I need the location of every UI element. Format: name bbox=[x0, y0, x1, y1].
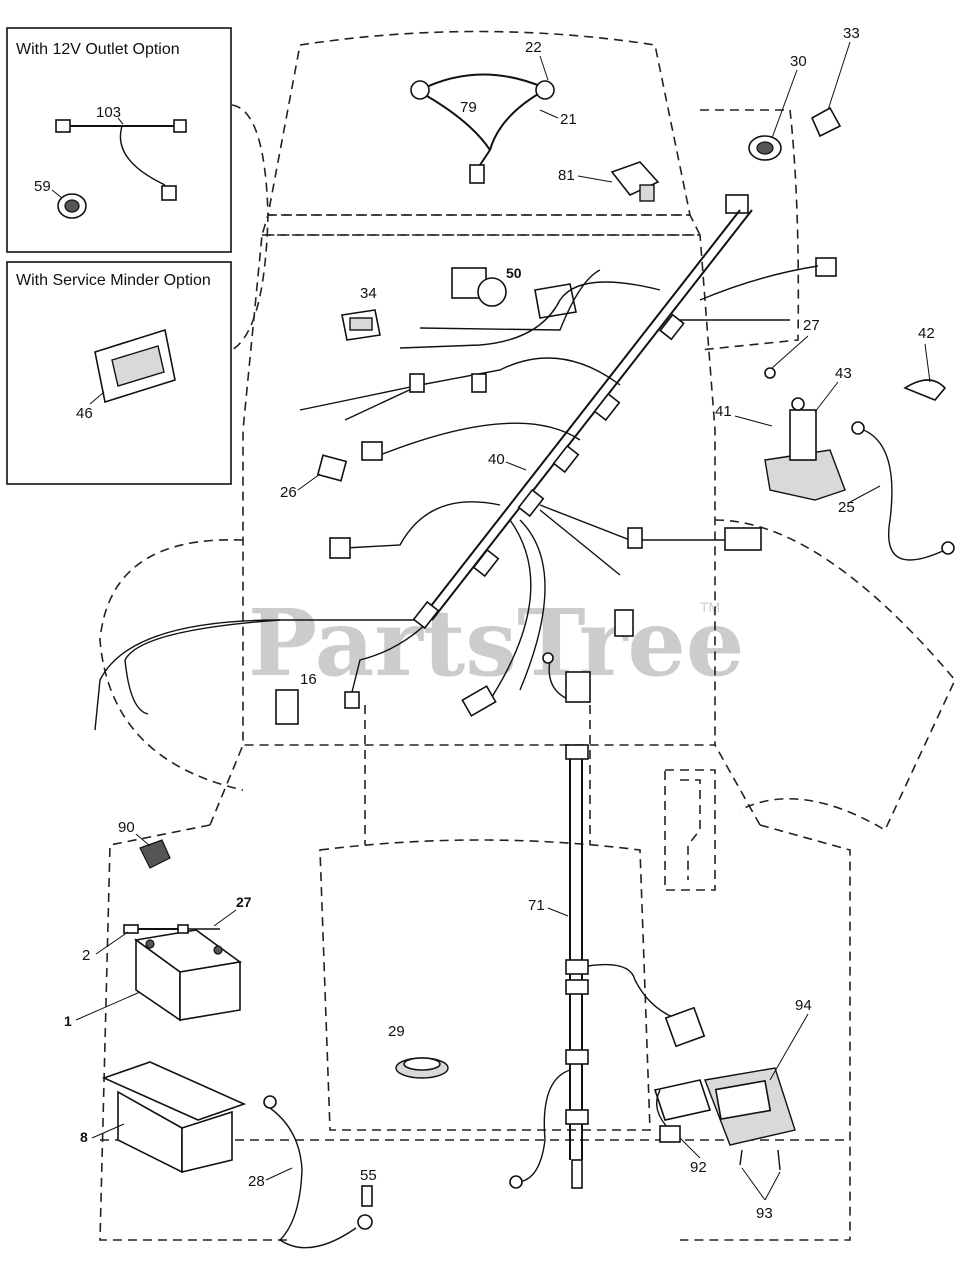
callout-34: 34 bbox=[360, 285, 377, 302]
headlight-harness: 22 79 21 bbox=[410, 39, 577, 184]
callout-29: 29 bbox=[388, 1023, 405, 1040]
callout-92: 92 bbox=[690, 1159, 707, 1176]
callout-26: 26 bbox=[280, 484, 297, 501]
ignition-switch: 30 33 bbox=[748, 25, 860, 161]
callout-71: 71 bbox=[528, 897, 545, 914]
connector-upper-right bbox=[725, 194, 837, 277]
inset-service-minder-title: With Service Minder Option bbox=[16, 272, 211, 289]
callout-103: 103 bbox=[96, 104, 121, 121]
battery-tray: 8 bbox=[80, 1061, 247, 1174]
battery-cable: 28 55 bbox=[248, 1095, 377, 1249]
callout-28: 28 bbox=[248, 1173, 265, 1190]
callout-40: 40 bbox=[488, 451, 505, 468]
light-switch: 34 bbox=[341, 285, 381, 341]
callout-30: 30 bbox=[790, 53, 807, 70]
callout-42: 42 bbox=[918, 325, 935, 342]
callout-27-lower: 27 bbox=[236, 894, 252, 910]
watermark-tm: TM bbox=[700, 599, 720, 615]
inset-12v-outlet: With 12V Outlet Option 103 59 bbox=[6, 27, 232, 253]
relay: 81 bbox=[558, 161, 660, 202]
fuse-holder: 90 bbox=[118, 819, 171, 869]
pto-switch: 94 92 93 bbox=[653, 997, 812, 1222]
rear-harness: 71 bbox=[509, 652, 706, 1189]
callout-27-upper: 27 bbox=[803, 317, 820, 334]
callout-16: 16 bbox=[300, 671, 317, 688]
diode: 26 bbox=[280, 454, 348, 501]
callout-43: 43 bbox=[835, 365, 852, 382]
callout-79: 79 bbox=[460, 99, 477, 116]
callout-59: 59 bbox=[34, 178, 51, 195]
hour-meter: 50 bbox=[451, 265, 577, 319]
callout-50: 50 bbox=[506, 265, 522, 281]
callout-33: 33 bbox=[843, 25, 860, 42]
callout-1: 1 bbox=[64, 1013, 72, 1029]
callout-2: 2 bbox=[82, 947, 90, 964]
callout-25: 25 bbox=[838, 499, 855, 516]
callout-81: 81 bbox=[558, 167, 575, 184]
watermark: PartsTree bbox=[248, 589, 744, 697]
starter-solenoid: 27 43 41 42 25 bbox=[715, 317, 955, 561]
callout-41: 41 bbox=[715, 403, 732, 420]
callout-8: 8 bbox=[80, 1129, 88, 1145]
tractor-outline bbox=[99, 30, 956, 1241]
main-harness: 40 bbox=[94, 209, 819, 731]
callout-46: 46 bbox=[76, 405, 93, 422]
inset-service-minder: With Service Minder Option 46 bbox=[6, 261, 232, 485]
grommet: 29 bbox=[388, 1023, 449, 1079]
callout-21: 21 bbox=[560, 111, 577, 128]
callout-90: 90 bbox=[118, 819, 135, 836]
callout-55: 55 bbox=[360, 1167, 377, 1184]
callout-94: 94 bbox=[795, 997, 812, 1014]
seat-switch: 16 bbox=[275, 671, 317, 725]
callout-93: 93 bbox=[756, 1205, 773, 1222]
battery: 2 27 1 bbox=[64, 894, 252, 1029]
callout-22: 22 bbox=[525, 39, 542, 56]
inset-12v-title: With 12V Outlet Option bbox=[16, 41, 180, 58]
